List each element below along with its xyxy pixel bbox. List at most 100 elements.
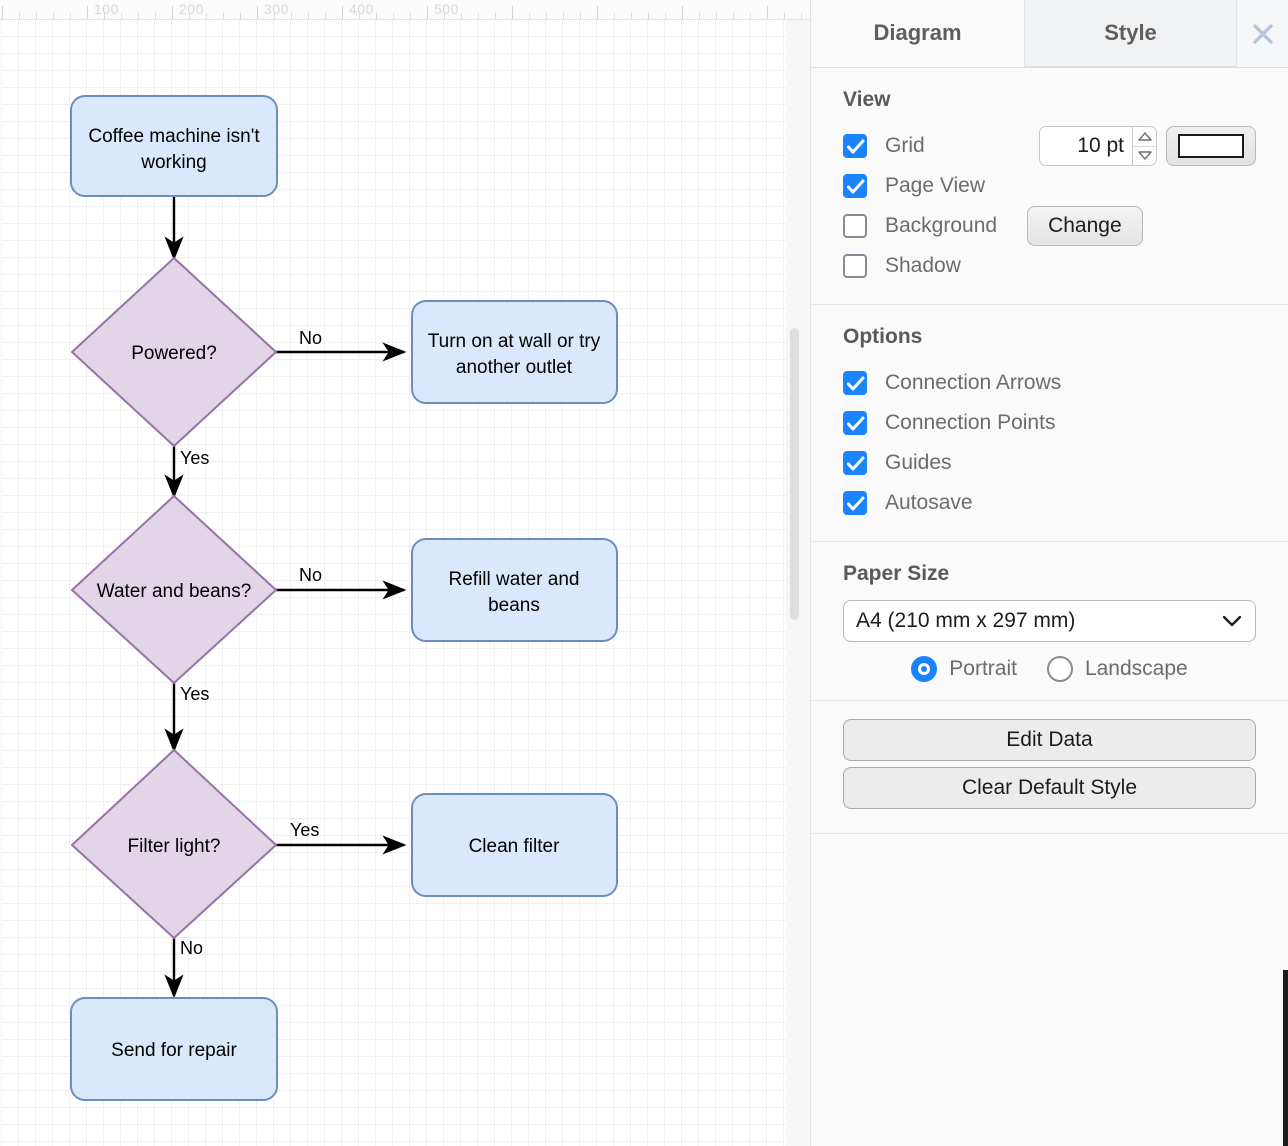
node-label: working bbox=[140, 152, 206, 173]
ruler-minor-tick bbox=[376, 13, 377, 19]
tab-style-label: Style bbox=[1104, 20, 1157, 45]
node-filter-light-decision[interactable]: Filter light? bbox=[70, 748, 278, 940]
chevron-down-icon bbox=[1137, 151, 1152, 160]
canvas-vertical-scrollbar[interactable] bbox=[790, 328, 799, 620]
connection-arrows-label: Connection Arrows bbox=[885, 371, 1062, 394]
edge-label: No bbox=[299, 565, 322, 585]
ruler-minor-tick bbox=[359, 13, 360, 19]
edge-label: Yes bbox=[180, 448, 209, 468]
node-turn-on-at-wall[interactable]: Turn on at wall or try another outlet bbox=[411, 300, 618, 404]
ruler-major-tick bbox=[87, 6, 88, 19]
landscape-radio[interactable] bbox=[1046, 656, 1073, 682]
ruler-minor-tick bbox=[138, 13, 139, 19]
connection-points-checkbox[interactable] bbox=[843, 411, 867, 435]
ruler-major-tick bbox=[257, 6, 258, 19]
autosave-checkbox[interactable] bbox=[843, 491, 867, 515]
tab-diagram-label: Diagram bbox=[873, 20, 962, 45]
edge-group bbox=[164, 196, 407, 999]
options-section-title: Options bbox=[843, 325, 923, 348]
row-shadow: Shadow bbox=[843, 246, 1256, 286]
ruler-minor-tick bbox=[648, 13, 649, 19]
page-view-checkbox[interactable] bbox=[843, 174, 867, 198]
ruler-minor-tick bbox=[223, 13, 224, 19]
portrait-radio[interactable] bbox=[911, 656, 938, 682]
ruler-minor-tick bbox=[444, 13, 445, 19]
actions-section: Edit Data Clear Default Style bbox=[811, 701, 1288, 834]
ruler-minor-tick bbox=[546, 13, 547, 19]
grid-size-stepper[interactable] bbox=[1133, 126, 1157, 166]
ruler-minor-tick bbox=[53, 13, 54, 19]
tab-diagram[interactable]: Diagram bbox=[811, 0, 1024, 67]
grid-checkbox[interactable] bbox=[843, 134, 867, 158]
connection-arrows-checkbox[interactable] bbox=[843, 371, 867, 395]
node-label: Coffee machine isn't bbox=[88, 126, 260, 147]
close-button[interactable] bbox=[1237, 0, 1288, 67]
grid-color-button[interactable] bbox=[1166, 126, 1256, 166]
paper-size-select[interactable]: A4 (210 mm x 297 mm) bbox=[843, 600, 1256, 642]
ruler-minor-tick bbox=[155, 13, 156, 19]
row-connection-arrows: Connection Arrows bbox=[843, 363, 1256, 403]
guides-checkbox[interactable] bbox=[843, 451, 867, 475]
close-icon bbox=[1252, 23, 1273, 44]
ruler-label: 300 bbox=[264, 1, 289, 17]
node-label: Refill water and bbox=[449, 569, 580, 590]
node-label: another outlet bbox=[456, 357, 573, 378]
paper-size-value: A4 (210 mm x 297 mm) bbox=[856, 609, 1076, 632]
stepper-up-button[interactable] bbox=[1133, 127, 1156, 147]
ruler-minor-tick bbox=[495, 13, 496, 19]
ruler-minor-tick bbox=[206, 13, 207, 19]
edge-label: Yes bbox=[290, 820, 319, 840]
node-clean-filter[interactable]: Clean filter bbox=[411, 793, 618, 897]
check-icon bbox=[847, 496, 865, 511]
clear-default-style-button[interactable]: Clear Default Style bbox=[843, 767, 1256, 809]
paper-size-section: Paper Size A4 (210 mm x 297 mm) Portrait… bbox=[811, 542, 1288, 701]
paper-size-title: Paper Size bbox=[843, 562, 950, 585]
node-powered-decision[interactable]: Powered? bbox=[70, 256, 278, 448]
orientation-landscape[interactable]: Landscape bbox=[1046, 656, 1188, 682]
ruler-minor-tick bbox=[631, 13, 632, 19]
node-label: beans bbox=[488, 595, 540, 616]
ruler-minor-tick bbox=[240, 13, 241, 19]
stepper-down-button[interactable] bbox=[1133, 147, 1156, 166]
orientation-portrait[interactable]: Portrait bbox=[911, 656, 1017, 682]
ruler-minor-tick bbox=[716, 13, 717, 19]
grid-size-input[interactable]: 10 pt bbox=[1039, 126, 1133, 166]
grid-color-swatch bbox=[1178, 134, 1244, 158]
ruler-label: 400 bbox=[349, 1, 374, 17]
tab-style[interactable]: Style bbox=[1024, 0, 1237, 67]
ruler-minor-tick bbox=[478, 13, 479, 19]
ruler-minor-tick bbox=[665, 13, 666, 19]
row-guides: Guides bbox=[843, 443, 1256, 483]
edit-data-button[interactable]: Edit Data bbox=[843, 719, 1256, 761]
view-section: View Grid 10 pt bbox=[811, 68, 1288, 305]
node-refill-water-beans[interactable]: Refill water and beans bbox=[411, 538, 618, 642]
node-label: Clean filter bbox=[469, 836, 560, 857]
node-label: Send for repair bbox=[111, 1040, 237, 1061]
panel-vertical-scrollbar[interactable] bbox=[1283, 970, 1288, 1146]
edge-label: No bbox=[299, 328, 322, 348]
background-checkbox[interactable] bbox=[843, 214, 867, 238]
node-water-beans-decision[interactable]: Water and beans? bbox=[70, 494, 278, 685]
edge-label: Yes bbox=[180, 684, 209, 704]
options-section: Options Connection Arrows Connection Poi… bbox=[811, 305, 1288, 542]
node-label: Filter light? bbox=[128, 836, 221, 857]
ruler-minor-tick bbox=[274, 13, 275, 19]
ruler-minor-tick bbox=[733, 13, 734, 19]
ruler-minor-tick bbox=[393, 13, 394, 19]
background-change-button[interactable]: Change bbox=[1027, 206, 1143, 246]
chevron-up-icon bbox=[1137, 132, 1152, 141]
node-start[interactable]: Coffee machine isn't working bbox=[70, 95, 278, 197]
grid-size-control: 10 pt bbox=[1039, 126, 1256, 166]
landscape-label: Landscape bbox=[1084, 657, 1188, 680]
shadow-checkbox[interactable] bbox=[843, 254, 867, 278]
row-connection-points: Connection Points bbox=[843, 403, 1256, 443]
ruler-label: 100 bbox=[94, 1, 119, 17]
ruler-major-tick bbox=[512, 6, 513, 19]
format-panel: Diagram Style View Grid bbox=[810, 0, 1288, 1146]
ruler-label: 200 bbox=[179, 1, 204, 17]
node-send-for-repair[interactable]: Send for repair bbox=[70, 997, 278, 1101]
flowchart-graphic: No Yes No Yes Yes No Coffee machine isn'… bbox=[70, 95, 618, 1101]
check-icon bbox=[847, 456, 865, 471]
